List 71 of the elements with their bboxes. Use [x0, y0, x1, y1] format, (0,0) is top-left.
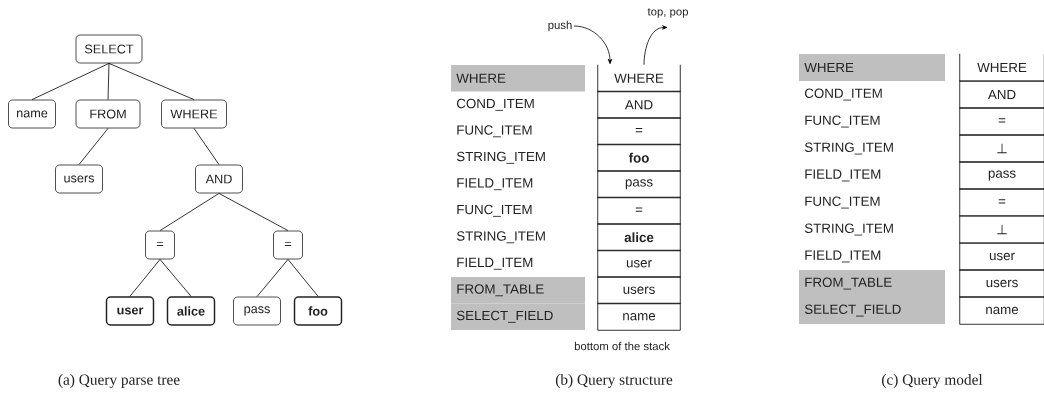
tree-node-box: user — [105, 296, 155, 326]
tree-edge — [159, 193, 220, 231]
arrow-label: top, pop — [647, 8, 688, 18]
tree-edge — [107, 63, 110, 100]
tree-edge — [108, 63, 195, 100]
row-label: FUNC_ITEM — [457, 204, 532, 217]
stack-cell: user — [959, 242, 1044, 271]
row-label: COND_ITEM — [456, 98, 534, 111]
row-label: WHERE — [799, 54, 945, 81]
row-label: FIELD_ITEM — [805, 250, 881, 263]
tree-node-box: foo — [293, 296, 343, 326]
stack-cell: = — [597, 117, 681, 146]
row-label: FIELD_ITEM — [805, 169, 881, 182]
tree-node-box: AND — [195, 164, 243, 194]
stack-cell: pass — [959, 161, 1044, 190]
row-label: WHERE — [451, 65, 585, 92]
stack-cell: name — [959, 296, 1044, 325]
stack-cell: users — [959, 269, 1044, 298]
row-label: FROM_TABLE — [451, 277, 585, 304]
tree-edge — [78, 128, 109, 165]
tree-edge — [159, 259, 192, 297]
tree-node-box: alice — [166, 296, 216, 326]
row-label: FIELD_ITEM — [457, 178, 533, 191]
row-label: SELECT_FIELD — [451, 303, 585, 330]
stack-cell: = — [959, 188, 1044, 217]
tree-node-box: name — [8, 99, 56, 129]
curved-arrow — [573, 25, 613, 65]
tree-edge — [218, 193, 289, 231]
stack-cell: AND — [597, 90, 681, 119]
stack-cell: AND — [959, 80, 1044, 109]
row-label: STRING_ITEM — [804, 142, 893, 155]
stack-cell: WHERE — [959, 53, 1044, 82]
caption: (a) Query parse tree — [58, 374, 180, 388]
stack-cell: alice — [597, 223, 681, 252]
row-label: COND_ITEM — [804, 88, 882, 101]
tree-node-box: pass — [233, 296, 281, 326]
stack-cell: ⊥ — [959, 134, 1044, 163]
stack-cell: pass — [597, 170, 681, 199]
row-label: FROM_TABLE — [799, 270, 945, 297]
tree-node-box: = — [145, 230, 175, 260]
tree-edge — [256, 259, 289, 297]
stack-cell: = — [597, 196, 681, 225]
tree-edge — [193, 128, 220, 165]
row-label: FUNC_ITEM — [457, 125, 532, 138]
tree-node-box: FROM — [75, 99, 141, 129]
tree-node-box: SELECT — [75, 34, 143, 64]
row-label: STRING_ITEM — [804, 223, 893, 236]
arrow-label: push — [548, 20, 572, 32]
tree-edge — [31, 63, 110, 100]
stack-cell: ⊥ — [959, 215, 1044, 244]
row-label: FIELD_ITEM — [457, 257, 533, 270]
curved-arrow — [643, 25, 668, 66]
row-label: SELECT_FIELD — [799, 297, 945, 324]
stack-cell: = — [959, 107, 1044, 136]
caption: (c) Query model — [882, 374, 983, 388]
row-label: FUNC_ITEM — [805, 115, 880, 128]
tree-edge — [287, 259, 319, 297]
stack-cell: WHERE — [597, 64, 681, 93]
stack-cell: users — [597, 276, 681, 305]
row-label: STRING_ITEM — [456, 231, 545, 244]
stack-cell: foo — [597, 143, 681, 172]
tree-edge — [129, 259, 161, 297]
row-label: STRING_ITEM — [456, 151, 545, 164]
caption: (b) Query structure — [555, 374, 673, 388]
note: bottom of the stack — [574, 341, 670, 351]
row-label: FUNC_ITEM — [805, 196, 880, 209]
tree-node-box: WHERE — [161, 99, 227, 129]
tree-node-box: users — [55, 164, 103, 194]
stack-cell: user — [597, 249, 681, 278]
stack-cell: name — [597, 302, 681, 331]
tree-node-box: = — [273, 230, 303, 260]
